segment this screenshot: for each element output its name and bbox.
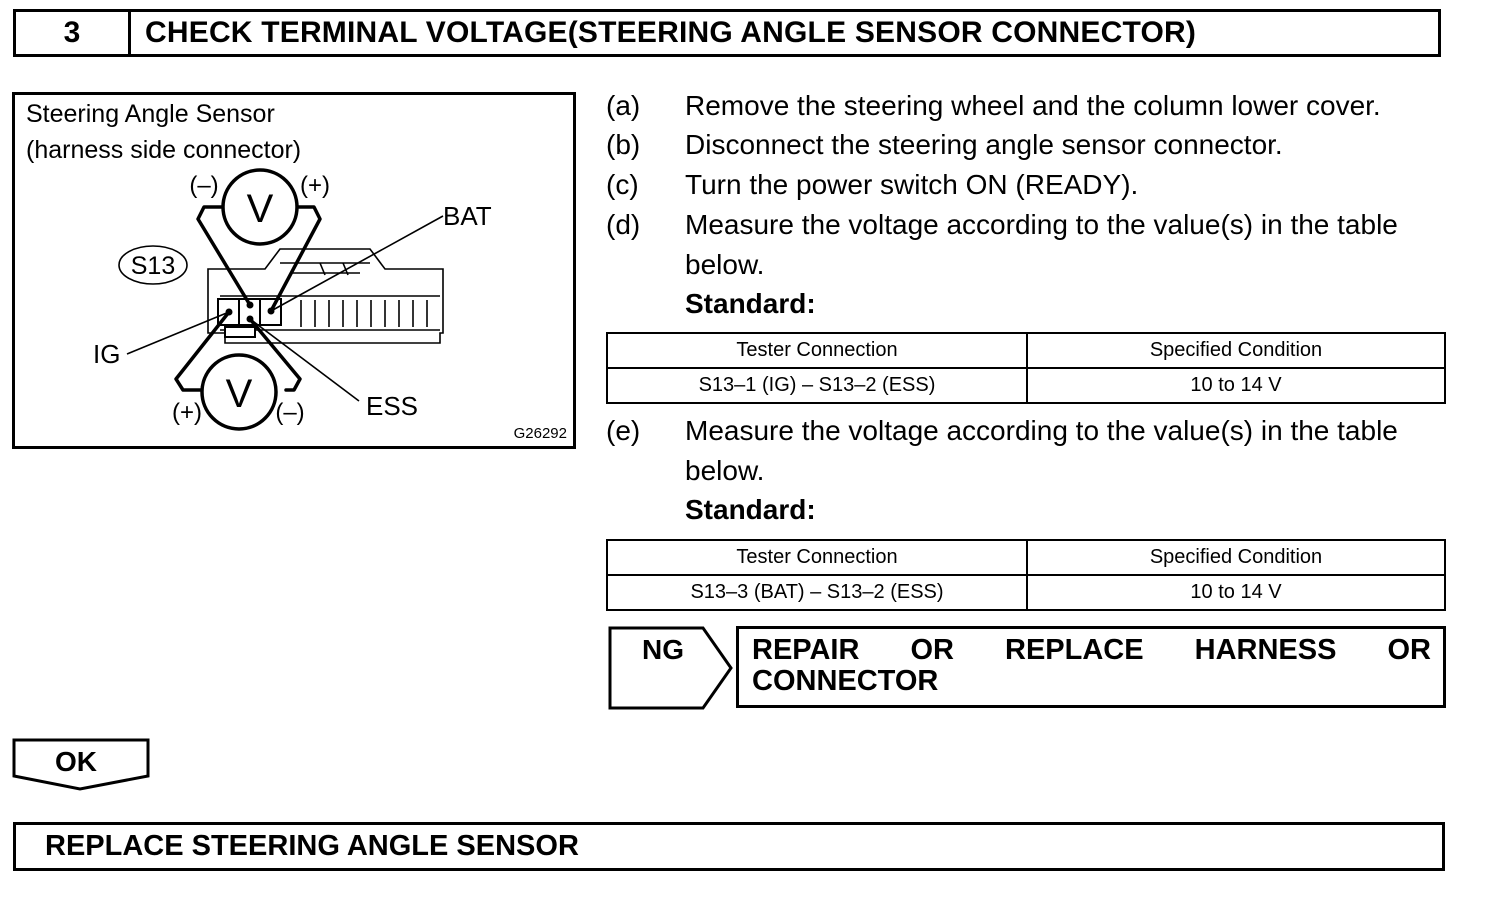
- ng-result-box: REPAIR OR REPLACE HARNESS OR CONNECTOR: [736, 626, 1446, 708]
- step-label: (d): [606, 209, 641, 240]
- ng-result-line1: REPAIR OR REPLACE HARNESS OR: [752, 635, 1431, 666]
- ng-word: REPLACE: [1005, 634, 1144, 666]
- step-label: (b): [606, 129, 641, 160]
- bottom-meter-v: V: [226, 372, 253, 416]
- table-header-row: Tester Connection Specified Condition: [606, 332, 1446, 369]
- final-result-text: REPLACE STEERING ANGLE SENSOR: [45, 830, 579, 862]
- ng-word: HARNESS: [1194, 634, 1337, 666]
- standard-label-2: Standard:: [685, 494, 816, 525]
- step-number: 3: [16, 12, 131, 54]
- connector-figure: V V (–) (+) (+) (–) S13 BAT IG ESS Steer…: [12, 92, 576, 449]
- figure-code: G26292: [513, 425, 567, 442]
- table-cell: 10 to 14 V: [1026, 367, 1446, 404]
- pin-ig-label: IG: [93, 339, 120, 369]
- spec-table-2: Tester Connection Specified Condition S1…: [606, 539, 1446, 611]
- step-text: Measure the voltage according to the val…: [685, 209, 1398, 280]
- top-meter-neg: (–): [189, 172, 218, 199]
- step-text: Turn the power switch ON (READY).: [685, 169, 1139, 200]
- ng-word: REPAIR: [752, 634, 860, 666]
- figure-title-line1: Steering Angle Sensor: [26, 100, 275, 128]
- table-cell: S13–1 (IG) – S13–2 (ESS): [606, 367, 1028, 404]
- step-header: 3 CHECK TERMINAL VOLTAGE(STEERING ANGLE …: [13, 9, 1441, 57]
- table-cell: S13–3 (BAT) – S13–2 (ESS): [606, 574, 1028, 611]
- table-header-cell: Specified Condition: [1026, 332, 1446, 369]
- ng-result-line2: CONNECTOR: [752, 665, 939, 697]
- spec-table-1: Tester Connection Specified Condition S1…: [606, 332, 1446, 404]
- top-meter-v: V: [247, 187, 274, 231]
- step-text: Disconnect the steering angle sensor con…: [685, 129, 1283, 160]
- step-label: (a): [606, 90, 641, 121]
- bottom-meter-neg: (–): [275, 399, 304, 426]
- top-voltmeter-icon: [221, 168, 299, 246]
- step-label: (c): [606, 169, 639, 200]
- bottom-voltmeter-icon: [200, 353, 278, 431]
- table-header-cell: Specified Condition: [1026, 539, 1446, 576]
- standard-label-1: Standard:: [685, 288, 816, 319]
- table-row: S13–3 (BAT) – S13–2 (ESS) 10 to 14 V: [606, 574, 1446, 611]
- table-row: S13–1 (IG) – S13–2 (ESS) 10 to 14 V: [606, 367, 1446, 404]
- step-text: Remove the steering wheel and the column…: [685, 90, 1381, 121]
- table-header-cell: Tester Connection: [606, 539, 1028, 576]
- step-title: CHECK TERMINAL VOLTAGE(STEERING ANGLE SE…: [145, 16, 1197, 49]
- ok-label: OK: [55, 746, 97, 777]
- table-cell: 10 to 14 V: [1026, 574, 1446, 611]
- pin-bat-label: BAT: [443, 201, 492, 231]
- connector-diagram: V V (–) (+) (+) (–) S13 BAT IG ESS: [93, 168, 492, 431]
- connector-id-label: S13: [131, 252, 175, 280]
- table-header-cell: Tester Connection: [606, 332, 1028, 369]
- top-meter-pos: (+): [300, 172, 330, 199]
- ok-arrow-shape: [12, 738, 150, 791]
- bottom-meter-pos: (+): [172, 399, 202, 426]
- ng-arrow-shape: [608, 626, 733, 710]
- step-label: (e): [606, 415, 641, 446]
- figure-title-line2: (harness side connector): [26, 136, 302, 164]
- connector-id-badge: [118, 245, 188, 285]
- final-result-box: REPLACE STEERING ANGLE SENSOR: [13, 822, 1445, 871]
- pin-ess-label: ESS: [366, 391, 418, 421]
- ng-word: OR: [1387, 634, 1432, 666]
- table-header-row: Tester Connection Specified Condition: [606, 539, 1446, 576]
- ng-word: OR: [910, 634, 954, 666]
- step-text: Measure the voltage according to the val…: [685, 415, 1398, 486]
- ng-label: NG: [642, 634, 684, 665]
